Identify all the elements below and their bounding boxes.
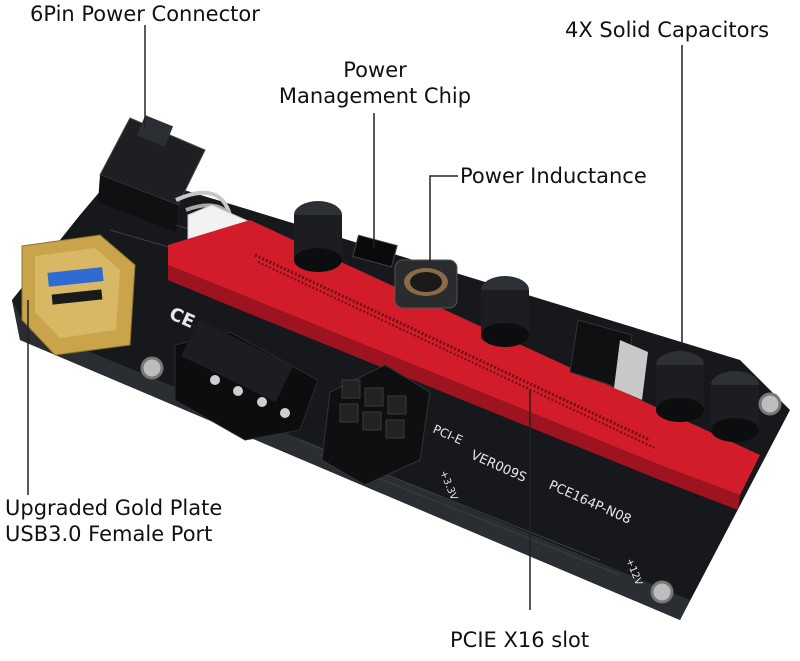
capacitor xyxy=(711,371,759,442)
mounting-hole xyxy=(140,356,164,380)
power-management-chip xyxy=(352,234,398,268)
capacitor xyxy=(481,276,529,347)
pcie-x16-slot xyxy=(168,220,760,510)
mounting-hole xyxy=(758,392,782,416)
usb-callout-line2: USB3.0 Female Port xyxy=(5,522,213,546)
voltage-regulator xyxy=(569,319,648,400)
mounting-hole xyxy=(650,580,674,604)
capacitor xyxy=(656,351,704,422)
leader-inductance xyxy=(429,175,458,262)
power-inductor xyxy=(394,259,458,309)
leader-lines xyxy=(27,25,683,610)
molex-connector xyxy=(174,320,319,441)
pm-chip-callout-line1: Power xyxy=(343,58,407,82)
inductance-callout: Power Inductance xyxy=(460,164,647,188)
six-pin-callout: 6Pin Power Connector xyxy=(30,2,260,26)
usb-callout-line1: Upgraded Gold Plate xyxy=(5,496,223,520)
usb3-port xyxy=(21,234,136,356)
six-pin-connector xyxy=(98,115,238,232)
front-six-pin-connector xyxy=(321,364,431,486)
capacitors-callout: 4X Solid Capacitors xyxy=(565,18,770,42)
capacitor xyxy=(294,201,342,272)
pm-chip-callout-line2: Management Chip xyxy=(278,84,472,108)
pcie-slot-callout: PCIE X16 slot xyxy=(450,628,590,652)
